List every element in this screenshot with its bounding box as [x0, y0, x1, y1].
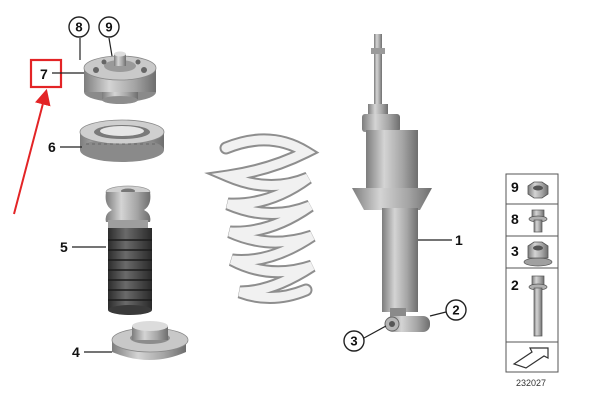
flange-bolt-icon — [528, 209, 548, 233]
spring-seat-part — [111, 321, 189, 360]
callout-9: 9 — [105, 20, 112, 35]
legend-number-8: 8 — [511, 211, 519, 227]
bump-stop-boot-part — [105, 185, 152, 315]
callout-7: 7 — [40, 66, 48, 82]
leader-3 — [363, 325, 387, 339]
orientation-arrow-icon — [505, 341, 559, 373]
legend-number-2: 2 — [511, 277, 519, 293]
callout-2: 2 — [452, 303, 459, 318]
legend-number-9: 9 — [511, 179, 519, 195]
callout-3: 3 — [350, 334, 357, 349]
fastener-legend: 9 8 3 2 — [505, 173, 559, 343]
callout-circle-9 — [98, 16, 120, 38]
callout-6: 6 — [48, 139, 56, 155]
callout-8: 8 — [75, 20, 82, 35]
callout-1: 1 — [455, 232, 463, 248]
red-pointer-arrow — [13, 88, 51, 215]
legend-number-3: 3 — [511, 243, 519, 259]
callout-4: 4 — [72, 344, 80, 360]
coil-spring-part — [204, 133, 320, 305]
flange-nut-icon — [523, 241, 553, 267]
strut-mount-part — [83, 51, 157, 104]
shock-absorber-part — [352, 34, 432, 332]
callout-circle-2 — [445, 299, 467, 321]
diagram-code: 232027 — [516, 378, 546, 388]
hex-nut-icon — [527, 181, 549, 199]
leader-2 — [429, 311, 447, 317]
long-bolt-icon — [528, 275, 548, 337]
callout-circle-3 — [343, 330, 365, 352]
callout-5: 5 — [60, 239, 68, 255]
leader-9 — [108, 37, 113, 57]
bearing-ring-part — [79, 119, 165, 162]
callout-circle-8 — [68, 16, 90, 38]
